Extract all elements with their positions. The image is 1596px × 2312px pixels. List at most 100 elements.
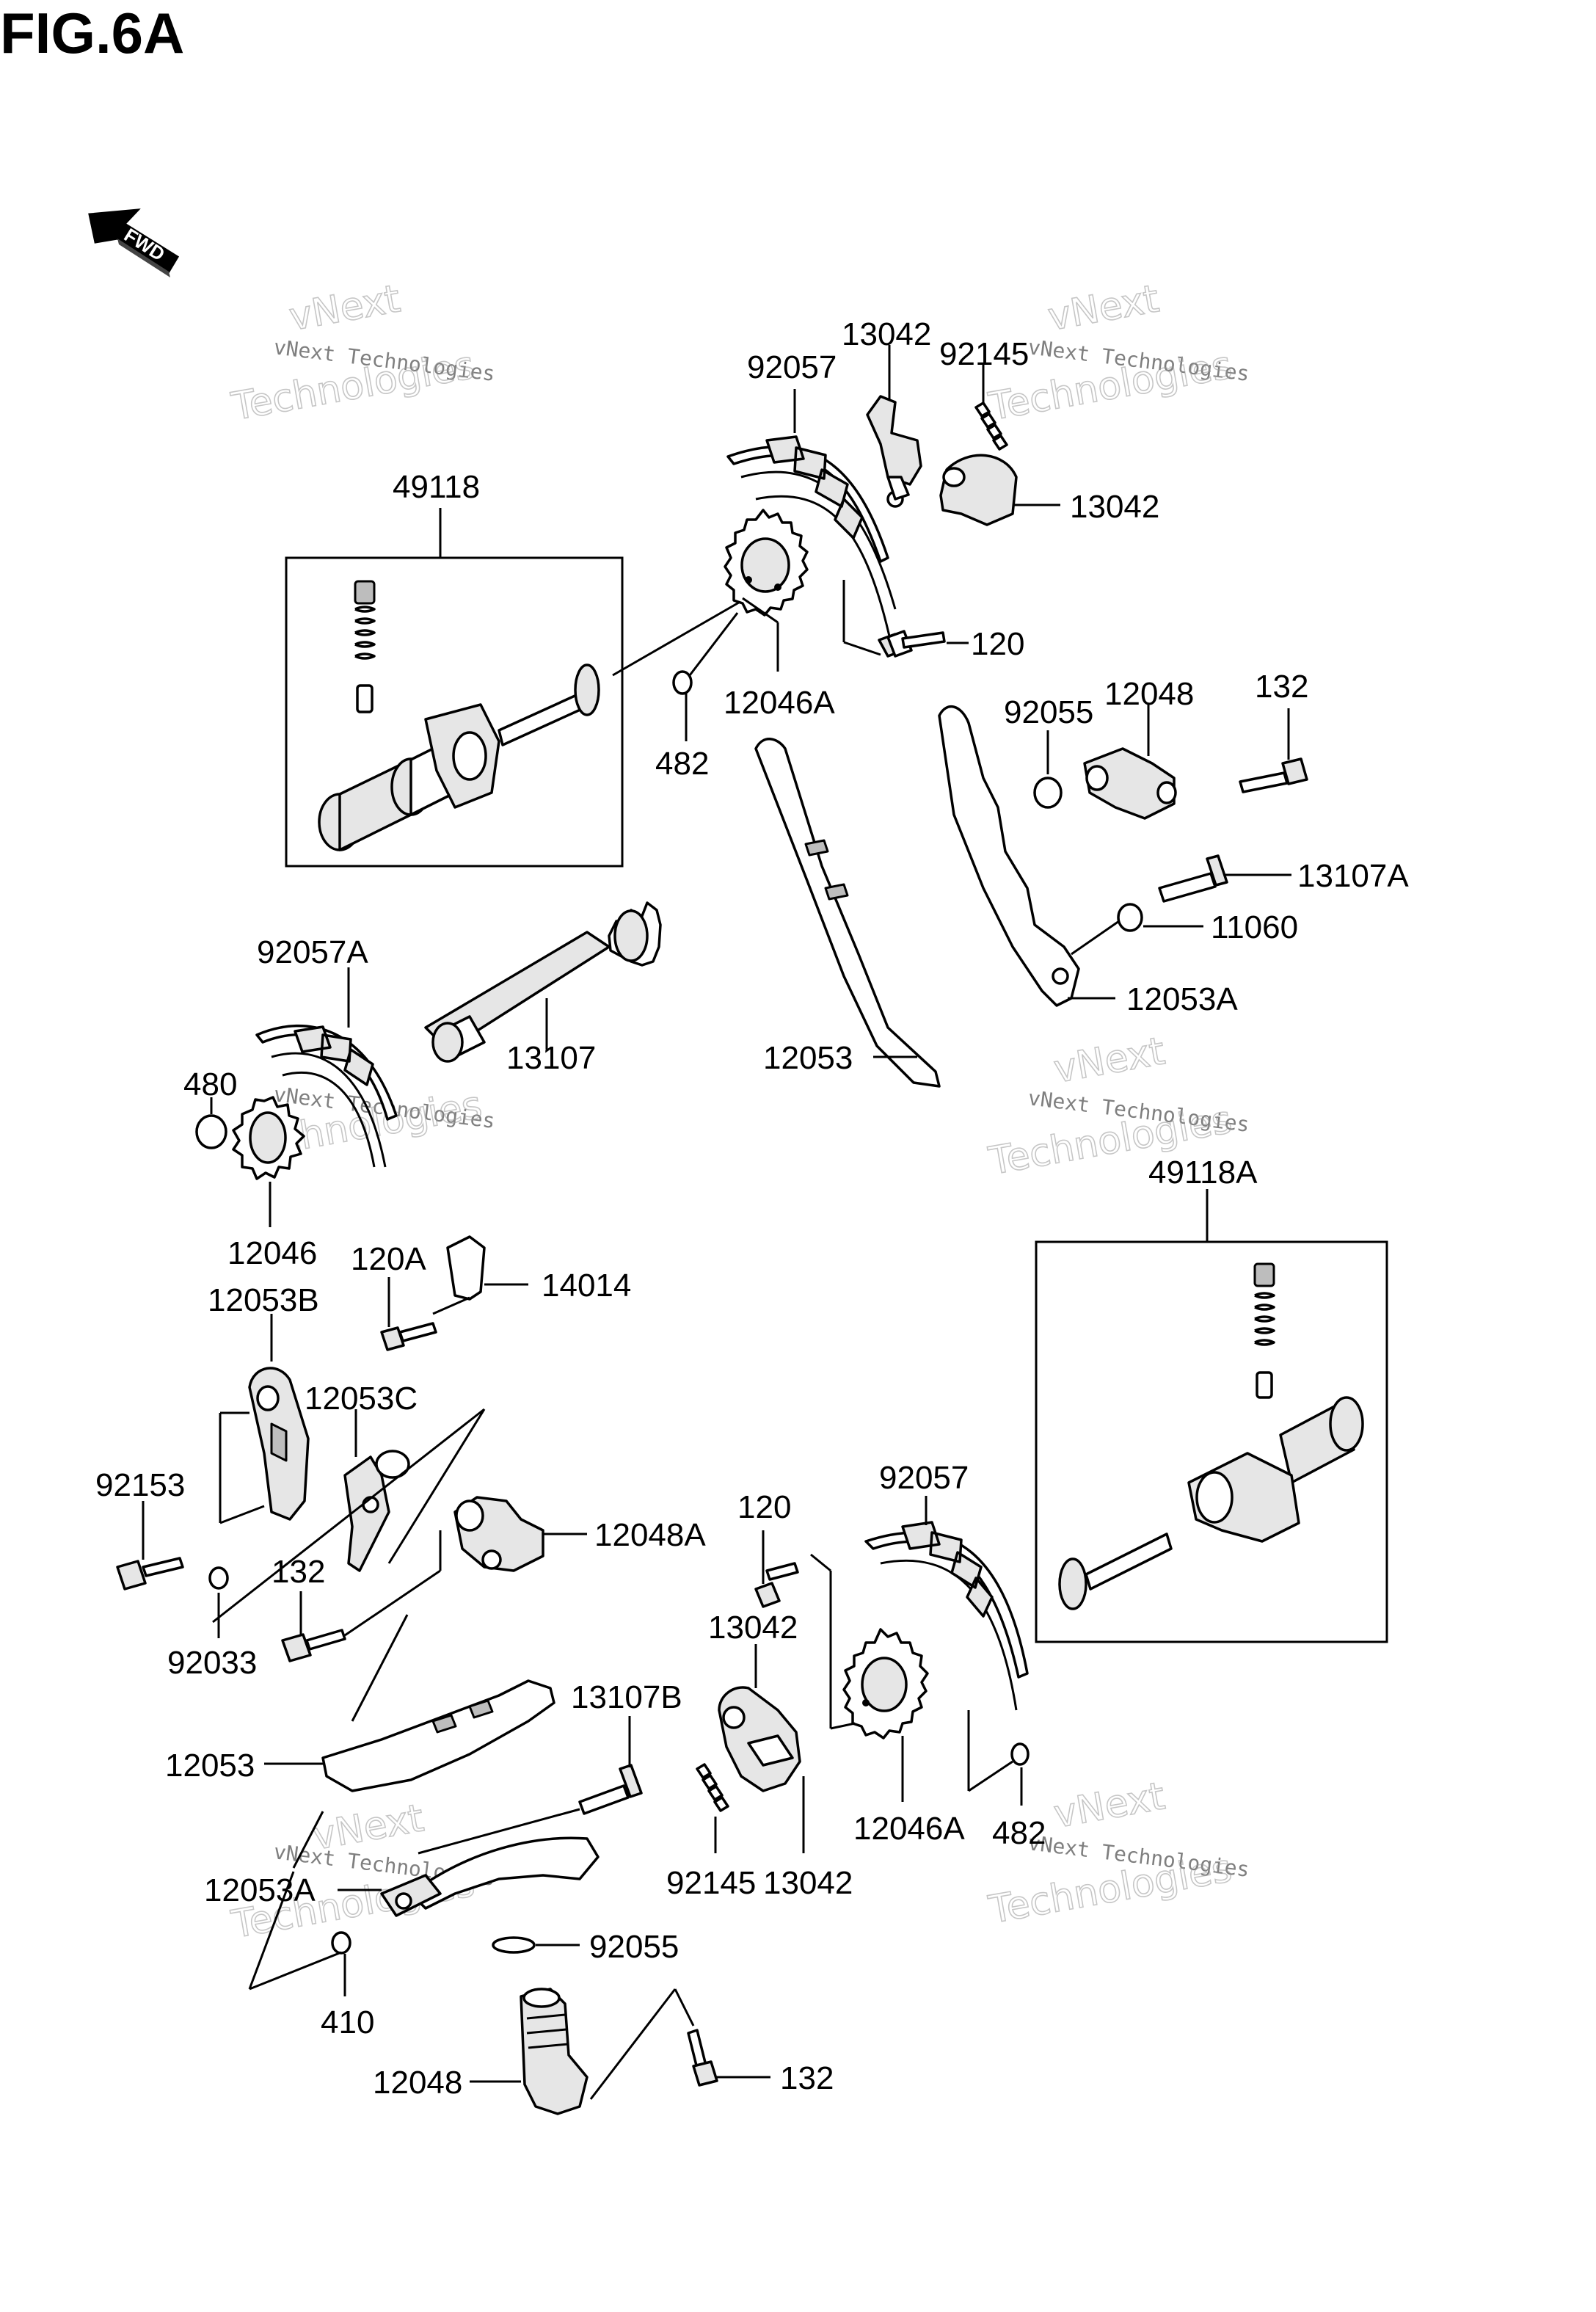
spring-92145-bottom <box>696 1763 729 1812</box>
svg-text:vNext: vNext <box>1051 1774 1168 1836</box>
part-label-482-top: 482 <box>655 746 709 782</box>
cam-chain-92057A <box>255 1025 398 1168</box>
fwd-arrow-icon: FWD <box>88 208 180 277</box>
cam-sprocket-12046A-top <box>724 509 809 617</box>
part-label-13042-bottom: 13042 <box>708 1610 798 1646</box>
part-label-12053A-bottom: 12053A <box>204 1872 316 1908</box>
bolt-132-mid <box>281 1629 346 1662</box>
bracket-14014 <box>432 1235 486 1315</box>
watermark-bottom-right: vNext vNext Technologies Technologies <box>985 1774 1250 1933</box>
leader-482-bottom-line-b <box>968 1760 1013 1792</box>
ring-480 <box>195 1114 227 1149</box>
washer-482-bottom <box>1010 1742 1030 1766</box>
svg-text:vNext: vNext <box>286 277 404 339</box>
chain-guide-12053A-bottom <box>380 1836 600 1917</box>
bolt-132-top <box>1239 757 1308 793</box>
leader-132-bottom-line-b <box>674 1988 695 2026</box>
part-label-13107A: 13107A <box>1297 858 1409 894</box>
o-ring-92055-top <box>1033 777 1063 809</box>
part-label-482-bottom: 482 <box>992 1815 1046 1851</box>
leader-132-bottom-line <box>589 1988 677 2100</box>
decomp-weight-13042-bottom <box>718 1686 801 1792</box>
camshaft-box-49118A <box>1035 1240 1388 1643</box>
camshaft-exhaust <box>318 580 600 851</box>
part-label-12048-top: 12048 <box>1104 676 1194 712</box>
camshaft-box-49118 <box>285 556 624 868</box>
bolt-120-bottom <box>754 1562 799 1608</box>
part-label-132-top: 132 <box>1255 669 1308 705</box>
leader-12046A-top <box>742 597 779 624</box>
part-label-92153: 92153 <box>95 1467 185 1503</box>
part-label-13107: 13107 <box>506 1040 596 1076</box>
part-label-92057-top: 92057 <box>747 349 837 385</box>
leader-down-line <box>351 1614 409 1722</box>
part-label-132-mid: 132 <box>272 1554 325 1590</box>
part-label-12046: 12046 <box>227 1235 317 1271</box>
part-label-12053B: 12053B <box>208 1282 319 1318</box>
part-label-12053-mid: 12053 <box>763 1040 853 1076</box>
leader-11060-link <box>1071 920 1120 956</box>
cam-chain-top <box>726 435 897 647</box>
tensioner-12048-bottom <box>520 1988 589 2115</box>
part-label-92145-bottom: 92145 <box>666 1865 756 1901</box>
camshaft-intake <box>1058 1262 1364 1610</box>
part-label-13042-top: 13042 <box>842 316 931 352</box>
chain-guide-12053-bottom <box>321 1679 555 1792</box>
leader-410-link <box>248 1871 295 1990</box>
bolt-92153 <box>116 1557 184 1591</box>
part-label-12046A-bottom: 12046A <box>853 1811 965 1847</box>
part-label-120-bottom: 120 <box>737 1489 791 1525</box>
part-label-12046A-top: 12046A <box>724 685 835 721</box>
leader-12053A-line <box>292 1811 324 1869</box>
pin-13107B <box>578 1764 643 1815</box>
bolt-132-bottom <box>687 2029 718 2087</box>
part-label-13107B: 13107B <box>571 1679 682 1715</box>
part-label-132-bottom: 132 <box>780 2060 834 2096</box>
spring-92145-top <box>974 401 1008 451</box>
part-label-12053A-top: 12053A <box>1126 981 1238 1017</box>
tensioner-12048-top <box>1083 747 1177 820</box>
part-label-11060: 11060 <box>1211 909 1298 945</box>
decomp-weight-13042-right <box>939 454 1018 526</box>
leader-410-link-b <box>249 1951 342 1991</box>
watermark-top-right: vNext vNext Technologies Technologies <box>985 277 1250 430</box>
part-label-12048A: 12048A <box>594 1517 706 1553</box>
figure-title: FIG.6A <box>0 1 184 65</box>
leader-tens-line <box>344 1569 441 1637</box>
pin-13107A <box>1158 854 1228 903</box>
crank-sprocket-12046 <box>232 1096 305 1180</box>
leader-120-line-b <box>843 641 881 656</box>
part-label-92033: 92033 <box>167 1645 257 1681</box>
part-label-49118A: 49118A <box>1148 1155 1258 1190</box>
washer-482-top <box>672 670 693 695</box>
chain-guide-12053-mid <box>754 738 941 1088</box>
bolt-120A <box>380 1322 437 1351</box>
part-label-120A: 120A <box>351 1241 426 1277</box>
part-label-120-top: 120 <box>971 626 1024 662</box>
cam-sprocket-12046A-bottom <box>842 1628 929 1740</box>
leader-482-line <box>688 612 739 676</box>
bolt-120-top <box>878 630 946 658</box>
part-label-92055-top: 92055 <box>1004 694 1093 730</box>
part-label-12053-bottom: 12053 <box>165 1748 255 1784</box>
leader-12053A-line-b <box>418 1808 580 1855</box>
o-ring-92055-bottom <box>492 1936 536 1954</box>
part-label-410: 410 <box>321 2004 374 2040</box>
svg-text:vNext: vNext <box>1045 277 1162 339</box>
decomp-weight-13042-top <box>866 395 922 508</box>
washer-11060 <box>1117 903 1143 932</box>
part-label-92057-bottom: 92057 <box>879 1460 969 1496</box>
chain-guide-12053A-top <box>938 705 1080 1007</box>
leader-bolt-line <box>212 1408 485 1624</box>
cam-chain-bottom <box>864 1521 1029 1711</box>
part-label-14014: 14014 <box>542 1268 631 1304</box>
washer-410 <box>331 1931 351 1955</box>
part-label-49118: 49118 <box>393 469 480 505</box>
crankshaft-13107 <box>424 901 662 1063</box>
part-label-92055-bottom: 92055 <box>589 1929 679 1965</box>
leader-bolt-line-b <box>387 1408 486 1564</box>
part-label-13042-bottom2: 13042 <box>763 1865 853 1901</box>
washer-92033 <box>208 1566 229 1590</box>
part-label-13042-right: 13042 <box>1070 489 1159 525</box>
part-label-92057A: 92057A <box>257 934 368 970</box>
